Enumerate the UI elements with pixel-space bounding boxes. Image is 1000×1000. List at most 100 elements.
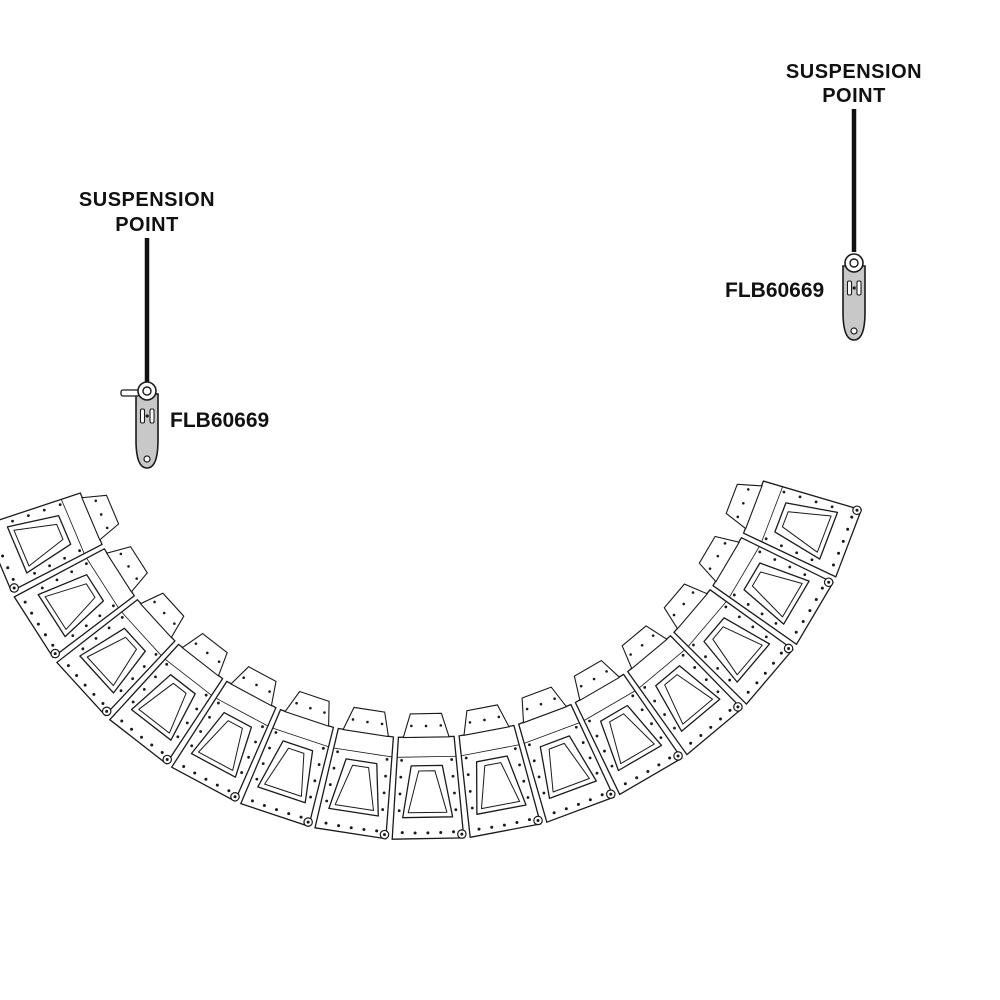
cabinet-side-plate (742, 480, 863, 578)
screw-hole (623, 782, 627, 786)
screw-hole (808, 609, 812, 613)
rigging-pin-center (676, 754, 680, 758)
screw-hole (205, 651, 209, 655)
screw-hole (362, 828, 366, 832)
screw-hole (610, 764, 614, 768)
screw-hole (275, 808, 279, 812)
screw-hole (668, 756, 672, 760)
cabinet (170, 666, 277, 803)
screw-hole (250, 799, 254, 803)
cabinet-handle-inner (664, 674, 713, 725)
screw-hole (216, 701, 220, 705)
screw-hole (704, 655, 707, 659)
screw-hole (755, 681, 759, 685)
screw-hole (699, 733, 703, 737)
screw-hole (631, 694, 635, 698)
screw-hole (810, 558, 814, 562)
screw-hole (120, 616, 124, 619)
cabinet-rail (687, 601, 727, 647)
cabinet-handle-inner (751, 571, 803, 618)
screw-hole (154, 675, 157, 679)
cabinet-handle-inner (781, 511, 832, 553)
screw-hole (153, 600, 156, 604)
screw-hole (227, 789, 231, 793)
screw-hole (51, 643, 55, 647)
screw-hole (552, 811, 556, 815)
screw-hole (381, 808, 385, 811)
cabinet (55, 592, 185, 717)
screw-hole (850, 515, 854, 519)
cabinet (663, 583, 794, 706)
cabinet (517, 686, 616, 824)
screw-hole (400, 831, 404, 835)
screw-hole (732, 593, 736, 597)
screw-hole (94, 499, 98, 503)
cabinet (0, 492, 120, 593)
screw-hole (11, 519, 14, 523)
screw-hole (709, 725, 713, 729)
cabinet-handle-outer (130, 674, 196, 741)
screw-hole (525, 707, 529, 711)
cabinet-handle-outer (774, 502, 839, 560)
screw-hole (468, 721, 472, 724)
screw-hole (659, 736, 663, 740)
screw-hole (94, 636, 98, 640)
screw-hole (398, 792, 402, 796)
cabinet (621, 625, 743, 756)
cabinet (108, 632, 228, 765)
screw-hole (466, 773, 470, 777)
cabinet-rail (121, 611, 162, 656)
cabinet-front-lip (81, 494, 120, 541)
cabinet-rail (397, 755, 457, 758)
screw-hole (716, 666, 719, 670)
cabinet (458, 704, 543, 839)
screw-hole (452, 830, 456, 834)
screw-hole (426, 831, 430, 835)
screw-hole (255, 683, 258, 687)
cabinet-handle-outer (655, 665, 721, 732)
cabinet-handle-outer (402, 764, 454, 819)
screw-hole (30, 611, 34, 615)
screw-hole (323, 711, 326, 714)
screw-hole (439, 831, 443, 835)
screw-hole (497, 715, 501, 719)
screw-hole (513, 747, 517, 751)
screw-hole (11, 577, 15, 581)
flying-bracket-left (120, 381, 159, 469)
cabinet-front-lip (105, 546, 148, 593)
screw-hole (399, 775, 403, 779)
screw-hole (773, 558, 777, 561)
screw-hole (194, 642, 198, 645)
screw-hole (742, 501, 745, 505)
cabinet-rail (583, 690, 636, 721)
rigging-pin-center (855, 508, 859, 512)
screw-hole (176, 735, 180, 739)
screw-hole (127, 565, 130, 568)
screw-hole (261, 762, 265, 765)
screw-hole (640, 644, 644, 647)
rigging-pin-center (53, 652, 57, 656)
suspension-label-left-line1: SUSPENSION (79, 189, 215, 211)
cabinet-rail (60, 499, 85, 554)
cabinet-rail (461, 744, 520, 757)
screw-hole (274, 731, 278, 734)
screw-hole (635, 776, 639, 780)
cabinet (391, 712, 467, 840)
screw-hole (464, 756, 468, 760)
screw-hole (217, 660, 221, 663)
screw-hole (101, 702, 105, 706)
screw-hole (760, 612, 764, 616)
cabinet-front-lip (139, 592, 185, 639)
screw-hole (160, 750, 164, 754)
screw-hole (527, 818, 531, 822)
screw-hole (803, 573, 807, 577)
screw-hole (693, 666, 697, 669)
screw-hole (142, 665, 146, 668)
screw-hole (81, 647, 85, 651)
screw-hole (837, 551, 841, 555)
screw-hole (199, 730, 203, 733)
cabinet-rail (86, 558, 119, 609)
screw-hole (43, 633, 47, 637)
screw-hole (185, 721, 189, 725)
